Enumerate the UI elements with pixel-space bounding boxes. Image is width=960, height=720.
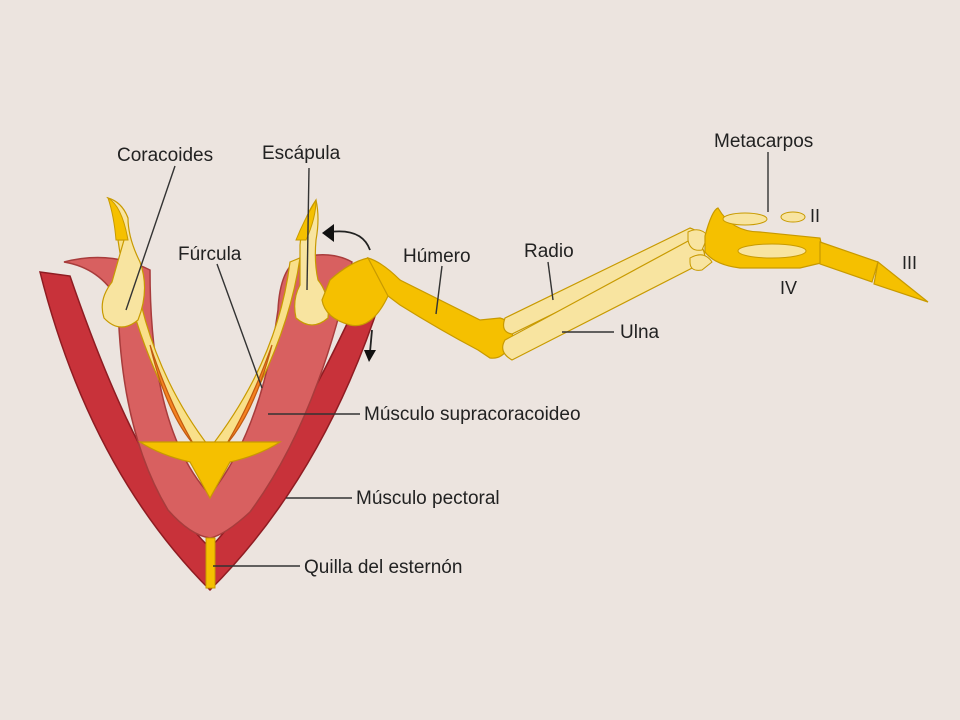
rotation-arrow-lower-head bbox=[364, 350, 376, 362]
label-quilla: Quilla del esternón bbox=[304, 557, 462, 578]
label-supracoracoideo: Músculo supracoracoideo bbox=[364, 404, 581, 425]
carpal-upper bbox=[687, 229, 709, 251]
label-metacarpos: Metacarpos bbox=[714, 131, 813, 152]
leader-furcula bbox=[216, 263, 263, 389]
leader-coracoides bbox=[125, 165, 176, 311]
digit-iii-phalanx-1 bbox=[819, 241, 879, 283]
label-escapula: Escápula bbox=[262, 143, 341, 164]
label-furcula: Fúrcula bbox=[178, 244, 242, 265]
metacarpal-gap bbox=[737, 243, 807, 259]
carpal-lower bbox=[689, 254, 713, 271]
leader-radio bbox=[547, 261, 554, 301]
digit-iii-phalanx-2 bbox=[873, 260, 929, 303]
label-pectoral: Músculo pectoral bbox=[356, 488, 500, 509]
coracoid-left bbox=[101, 196, 146, 328]
leader-escapula bbox=[306, 167, 310, 291]
label-humero: Húmero bbox=[403, 246, 471, 267]
rotation-arrow-lower bbox=[369, 329, 373, 353]
coracoid-left-tip bbox=[107, 196, 129, 241]
rotation-arrow-upper bbox=[329, 230, 371, 251]
supracoracoideo-muscle-inner bbox=[149, 344, 273, 472]
digit-ii-bone bbox=[780, 211, 806, 223]
label-digit-iii: III bbox=[902, 253, 917, 273]
label-digit-ii: II bbox=[810, 206, 820, 226]
label-radio: Radio bbox=[524, 241, 574, 262]
sternum-plate bbox=[137, 441, 283, 500]
metacarpal-upper-bone bbox=[722, 212, 768, 226]
rotation-arrow-upper-head bbox=[322, 224, 334, 242]
sternum-keel bbox=[205, 537, 216, 589]
label-coracoides: Coracoides bbox=[117, 145, 213, 166]
label-ulna: Ulna bbox=[620, 322, 660, 343]
label-digit-iv: IV bbox=[780, 278, 797, 298]
leader-humero bbox=[435, 265, 443, 315]
humerus bbox=[366, 257, 514, 359]
